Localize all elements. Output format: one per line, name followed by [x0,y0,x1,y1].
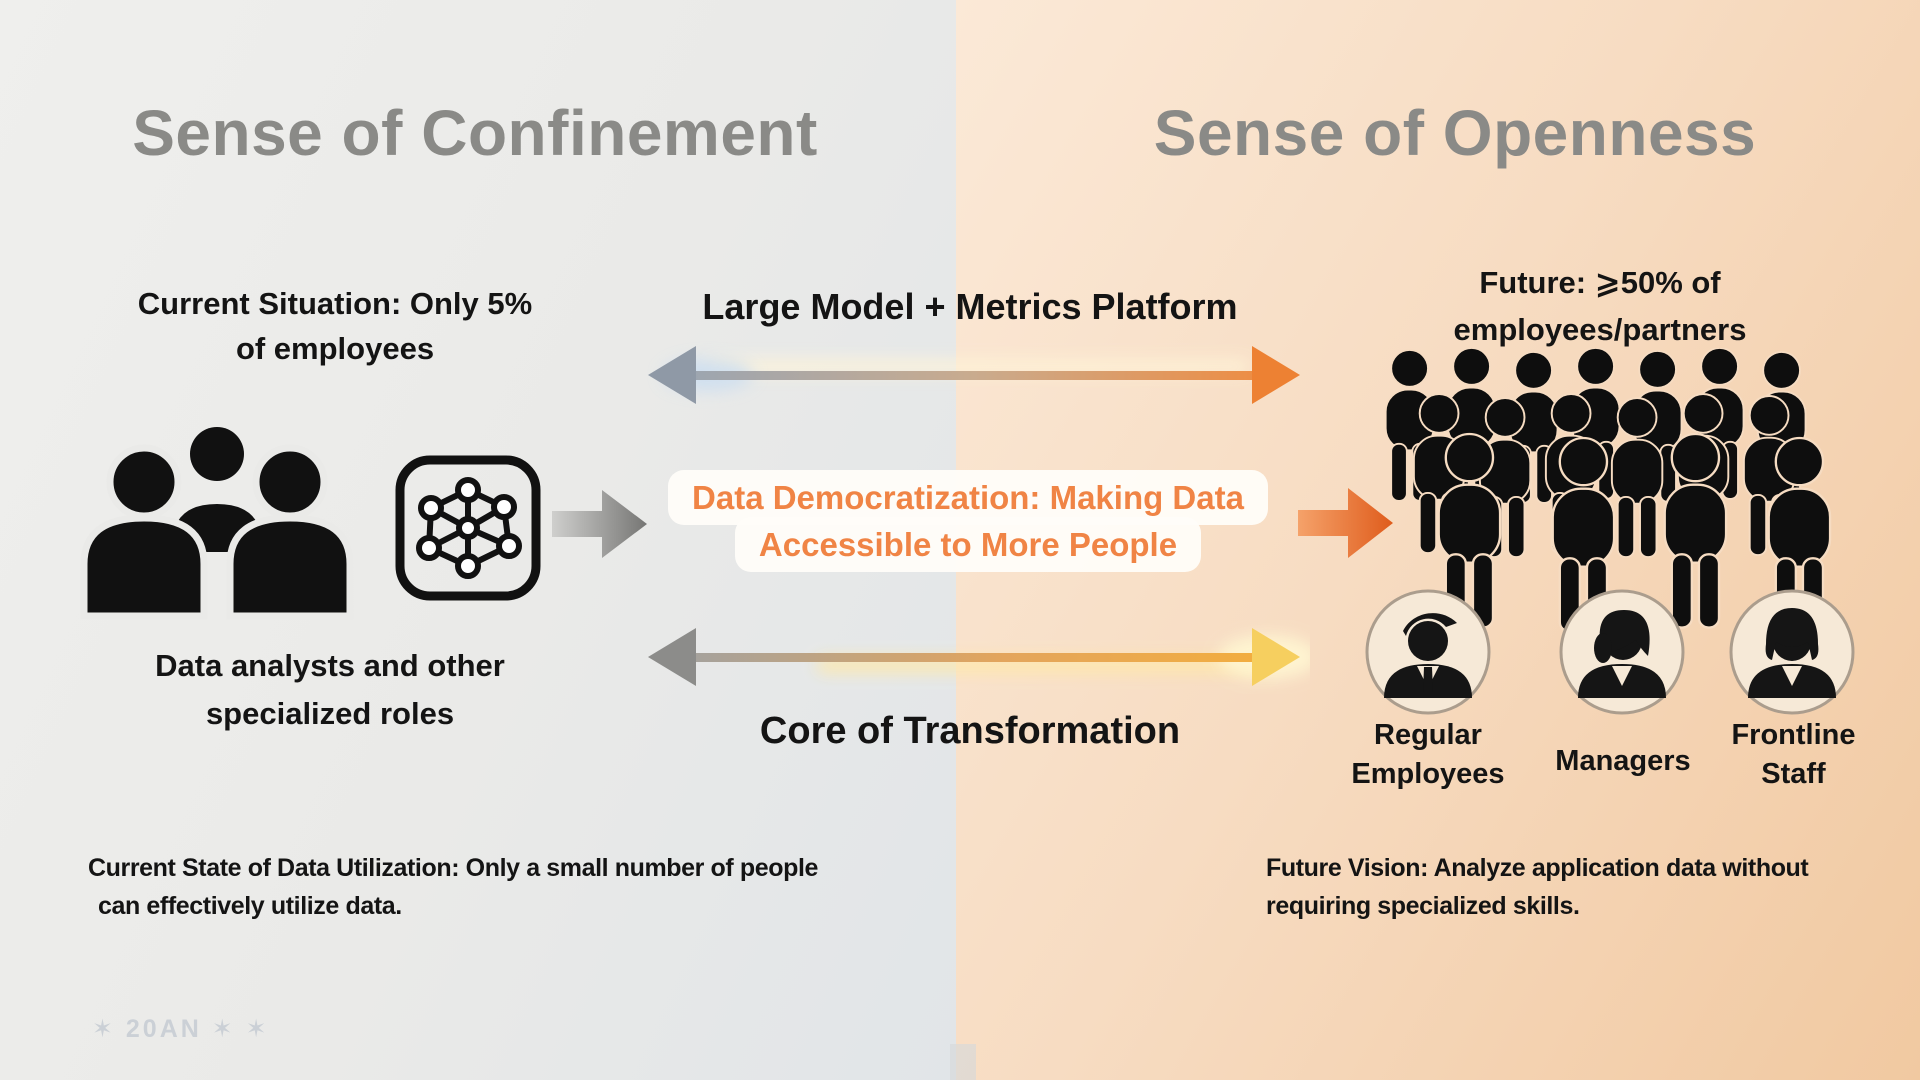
data-democratization-line2: Accessible to More People [734,517,1202,572]
large-model-platform-label: Large Model + Metrics Platform [702,286,1238,327]
frontline-staff-icon [1729,589,1855,715]
regular-employees-label: Regular Employees [1338,716,1518,794]
data-democratization-box: Data Democratization: Making Data Access… [645,470,1291,572]
people-group-icon [80,427,354,620]
orange-block-arrow-icon [1298,488,1393,558]
current-situation-stat: Current Situation: Only 5% of employees [95,282,575,372]
core-of-transformation-label: Core of Transformation [759,710,1181,752]
data-analysts-label: Data analysts and other specialized role… [85,642,575,738]
future-stat: Future: ⩾50% of employees/partners [1365,260,1835,353]
regular-employees-line1: Regular [1374,719,1482,751]
data-analysts-line2: specialized roles [205,696,455,732]
neural-network-icon [395,455,541,601]
data-analysts-line1: Data analysts and other [155,648,505,683]
current-state-caption-line1: Current State of Data Utilization: Only … [88,854,819,882]
right-title: Sense of Openness [1153,97,1757,169]
future-vision-caption-line2: requiring specialized skills. [1266,891,1580,920]
manager-icon [1559,589,1685,715]
divider-notch [950,1044,976,1080]
current-situation-line2: of employees [235,330,435,366]
top-double-arrow [648,346,1300,404]
managers-label: Managers [1528,742,1718,781]
gray-block-arrow-icon [552,490,647,558]
data-democratization-line1: Data Democratization: Making Data [668,470,1268,525]
frontline-staff-line1: Frontline [1731,719,1856,751]
managers-line1: Managers [1555,745,1691,777]
frontline-staff-line2: Staff [1761,758,1826,791]
watermark: ✶ 20AN ✶ ✶ [92,1015,270,1043]
frontline-staff-label: Frontline Staff [1706,716,1881,794]
bottom-double-arrow [648,628,1310,686]
regular-employees-line2: Employees [1351,758,1505,791]
regular-employee-icon [1365,589,1491,715]
current-situation-line1: Current Situation: Only 5% [137,286,533,321]
current-state-caption-line2: can effectively utilize data. [98,891,402,920]
left-title: Sense of Confinement [132,97,818,169]
future-vision-caption-line1: Future Vision: Analyze application data … [1266,854,1809,882]
current-state-caption: Current State of Data Utilization: Only … [88,850,888,925]
future-vision-caption: Future Vision: Analyze application data … [1266,850,1886,925]
future-stat-line1: Future: ⩾50% of [1479,265,1721,300]
future-stat-line2: employees/partners [1453,311,1747,347]
